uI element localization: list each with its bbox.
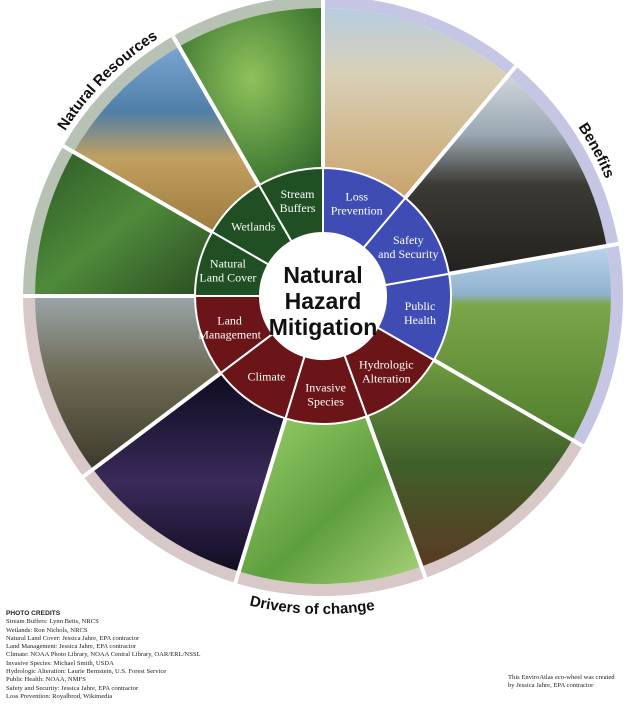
climate-label: Climate [248,370,286,384]
center-circle [260,233,386,359]
people-resting-on-grass-photo [433,245,611,440]
creator-note-line: This EnviroAtlas eco-wheel was created [508,674,615,681]
invasive-species-label: Invasive [305,381,346,395]
credit-line: Hydrologic Alteration: Laurie Bernstein,… [6,668,167,676]
wetlands-label: Wetlands [231,219,276,233]
natural-land-cover-label: Natural [210,257,247,271]
credit-line: Wetlands: Ron Nichols, NRCS [6,626,88,634]
public-health-label: Public [405,299,436,313]
credit-line: Public Health: NOAA, NMFS [6,676,86,684]
longhorned-beetle-photo [238,416,422,584]
center-hub: Natural Hazard Mitigation [260,233,386,359]
photo-credits: PHOTO CREDITS Stream Buffers: Lynn Betts… [6,610,306,701]
marsh-with-reeds-and-mountain-photo [73,46,259,232]
public-health-label: Health [404,313,436,327]
rocky-coast-photo [405,75,607,274]
forest-and-river-photo [35,152,213,296]
hydrologic-alteration-label: Hydrologic [359,358,414,372]
photo-credits-heading: PHOTO CREDITS [6,610,61,617]
credit-line: Stream Buffers: Lynn Betts, NRCS [6,618,99,626]
safety-and-security-label: and Security [378,247,438,261]
stream-in-meadow-photo [179,8,323,186]
land-management-label: Land [217,313,242,327]
stream-buffers-label: Buffers [280,201,316,215]
center-title-line-3: Mitigation [269,314,378,340]
credit-line: Invasive Species: Michael Smith, USDA [6,659,114,667]
lightning-storm-photo [92,373,286,572]
credit-line: Climate: NOAA Photo Library, NOAA Centra… [6,651,201,659]
stream-buffers-label: Stream [281,187,316,201]
credit-line: Safety and Security: Jessica Jahre, EPA … [6,684,139,692]
safety-and-security-label: Safety [393,233,424,247]
credit-line: Land Management: Jessica Jahre, EPA cont… [6,643,137,651]
creator-note-line: by Jessica Jahre, EPA contractor [508,682,594,690]
inner-ring [193,166,452,425]
land-management-label: Management [198,327,261,341]
beach-dune-grass-photo [323,8,509,198]
center-title-line-2: Hazard [285,288,362,314]
loss-prevention-label: Loss [345,189,368,203]
creator-note: This EnviroAtlas eco-wheel was created b… [508,674,638,691]
credit-line: Natural Land Cover: Jessica Jahre, EPA c… [6,634,140,642]
hydrologic-alteration-label: Alteration [362,372,411,386]
photo-wedges [35,8,611,584]
natural-land-cover-label: Land Cover [199,271,256,285]
flooded-house-photo [35,296,221,470]
benefits-ring [323,0,624,446]
credit-line: Loss Prevention: Royalbrod, Wikimedia [6,692,113,700]
loss-prevention-label: Prevention [331,203,383,217]
section-rings [23,0,624,596]
center-title-line-1: Natural [283,262,362,288]
invasive-species-label: Species [307,395,344,409]
